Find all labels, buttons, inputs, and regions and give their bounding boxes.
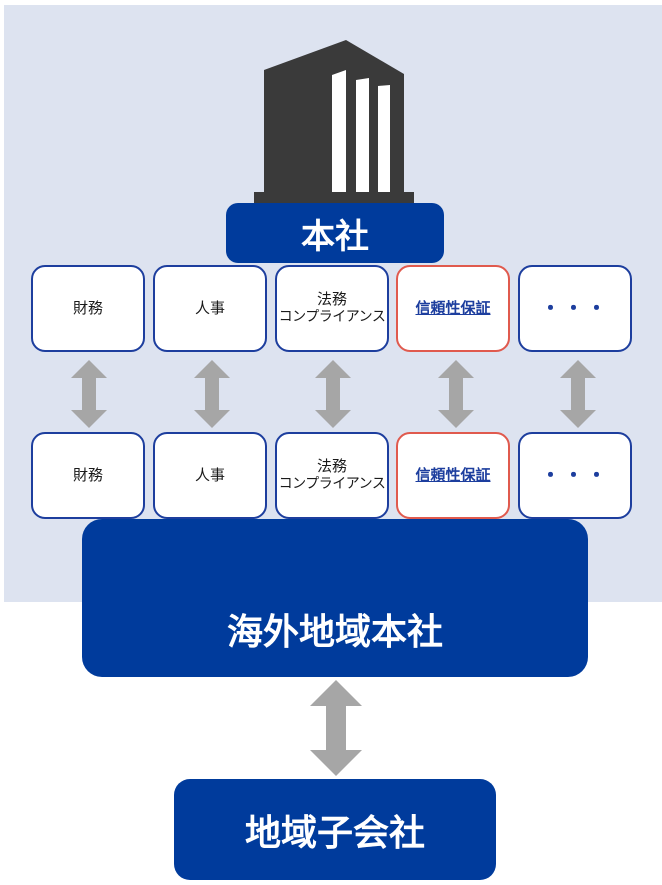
more-ellipsis: ・・・ <box>540 296 610 320</box>
function-label-line2: コンプライアンス <box>278 309 386 326</box>
hq-function-reliability-assurance[interactable]: 信頼性保証 <box>396 265 510 352</box>
double-arrow-icon <box>194 360 230 428</box>
headquarters-box: 本社 <box>226 203 444 263</box>
function-label: 財務 <box>72 466 103 485</box>
function-label: 人事 <box>194 466 225 485</box>
double-arrow-icon <box>310 680 362 776</box>
headquarters-label: 本社 <box>301 216 369 257</box>
hq-function-finance: 財務 <box>31 265 145 352</box>
regional-function-more: ・・・ <box>518 432 632 519</box>
reliability-assurance-link[interactable]: 信頼性保証 <box>415 466 491 485</box>
hq-function-more: ・・・ <box>518 265 632 352</box>
hq-function-legal-compliance: 法務 コンプライアンス <box>275 265 389 352</box>
double-arrow-icon <box>315 360 351 428</box>
function-label: 人事 <box>194 299 225 318</box>
function-label-line1: 法務 <box>316 290 347 309</box>
more-ellipsis: ・・・ <box>540 463 610 487</box>
regional-function-legal-compliance: 法務 コンプライアンス <box>275 432 389 519</box>
regional-function-finance: 財務 <box>31 432 145 519</box>
reliability-assurance-link[interactable]: 信頼性保証 <box>415 299 491 318</box>
function-label: 財務 <box>72 299 103 318</box>
regional-headquarters-box: 海外地域本社 <box>82 519 588 677</box>
regional-subsidiary-label: 地域子会社 <box>244 812 425 854</box>
double-arrow-icon <box>438 360 474 428</box>
function-label-line1: 法務 <box>316 457 347 476</box>
regional-function-hr: 人事 <box>153 432 267 519</box>
double-arrow-icon <box>71 360 107 428</box>
regional-headquarters-label: 海外地域本社 <box>226 612 443 653</box>
function-label-line2: コンプライアンス <box>278 476 386 493</box>
regional-subsidiary-box: 地域子会社 <box>174 779 496 880</box>
hq-function-hr: 人事 <box>153 265 267 352</box>
building-icon <box>254 40 414 204</box>
regional-function-reliability-assurance[interactable]: 信頼性保証 <box>396 432 510 519</box>
double-arrow-icon <box>560 360 596 428</box>
